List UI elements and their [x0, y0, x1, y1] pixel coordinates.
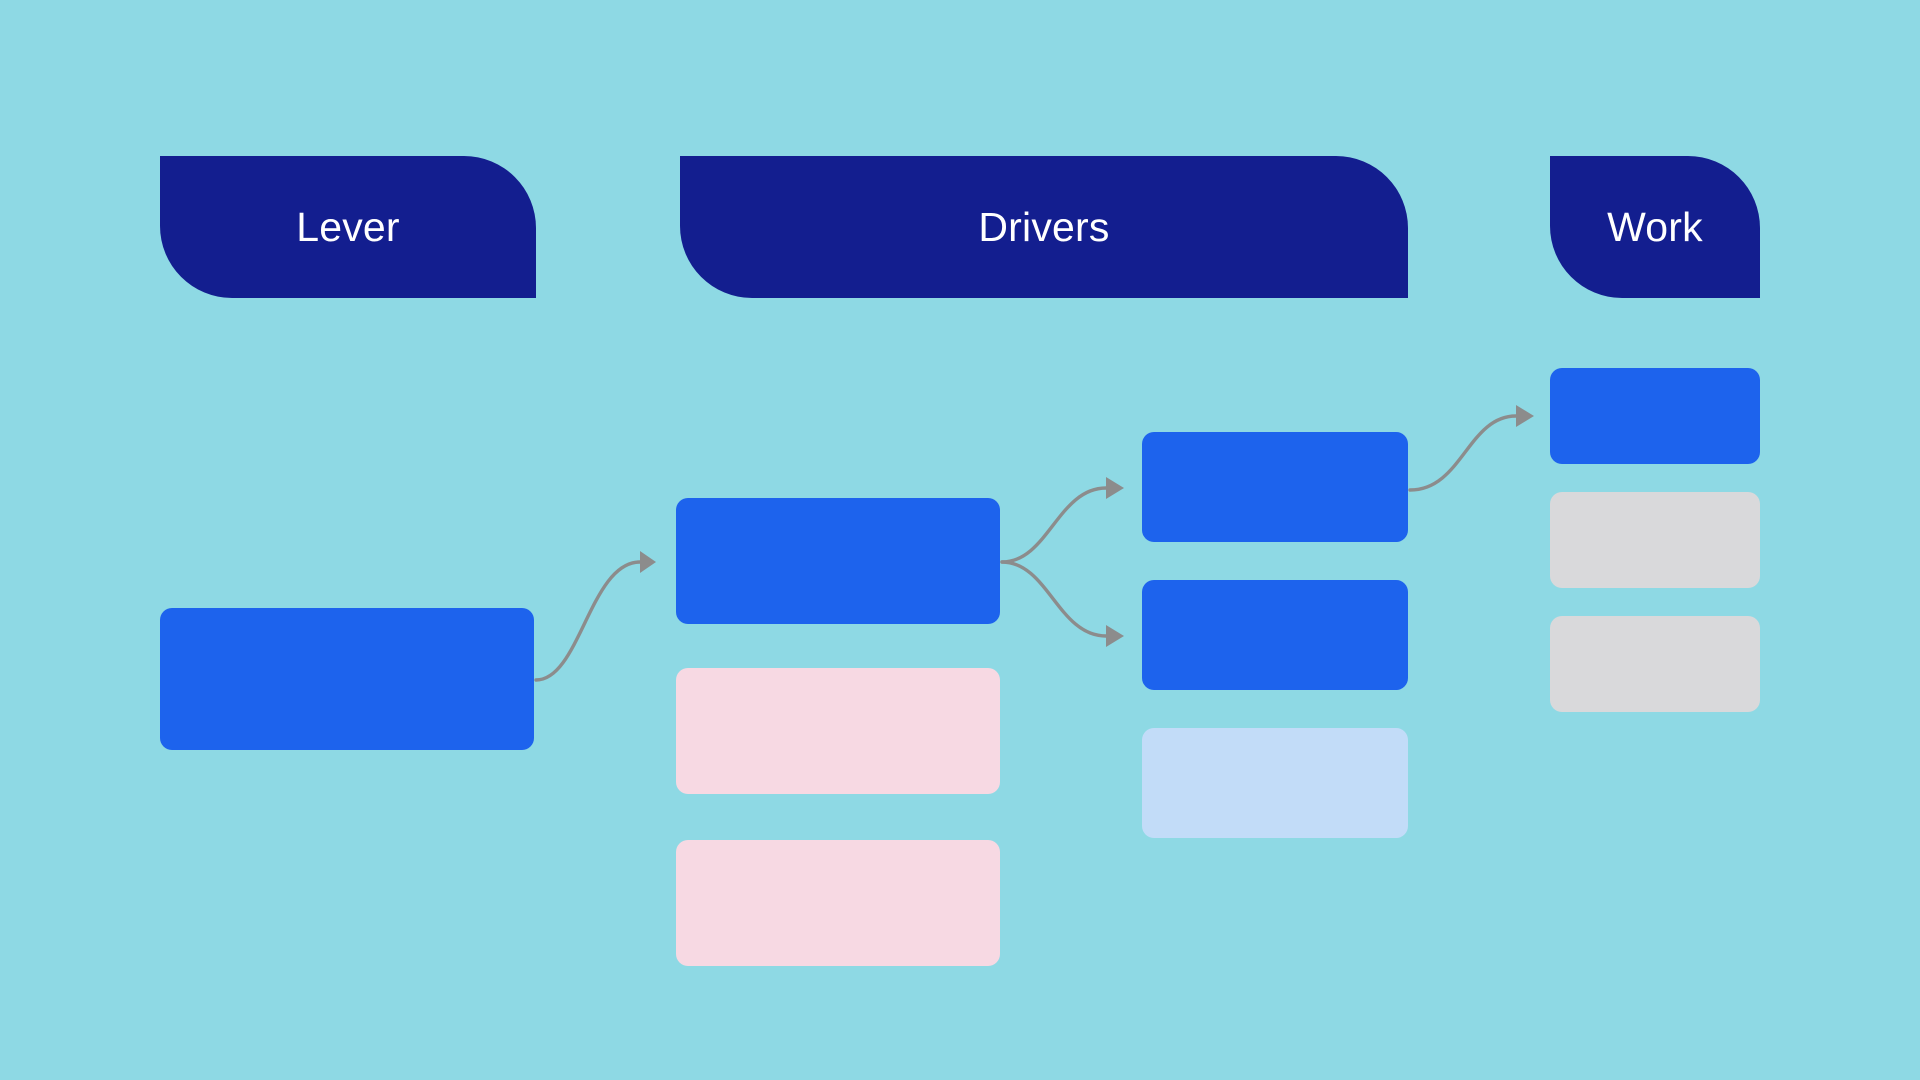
connector-line — [1408, 414, 1518, 492]
node-card-work-card-1[interactable] — [1550, 368, 1760, 464]
node-card-work-card-2[interactable] — [1550, 492, 1760, 588]
node-card-driver-card-2[interactable] — [676, 668, 1000, 794]
connector-line — [534, 560, 642, 682]
connector-line — [1000, 486, 1108, 564]
node-card-lever-card-1[interactable] — [160, 608, 534, 750]
connector-edge-lever-to-driver1 — [534, 551, 656, 682]
node-card-driver-card-1[interactable] — [676, 498, 1000, 624]
arrowhead-icon — [640, 551, 656, 573]
node-card-subdriver-card-1[interactable] — [1142, 432, 1408, 542]
node-card-subdriver-card-2[interactable] — [1142, 580, 1408, 690]
column-banner-drivers-label: Drivers — [978, 203, 1110, 250]
connector-edge-driver1-to-subdriver2 — [1000, 560, 1124, 647]
arrowhead-icon — [1516, 405, 1534, 427]
column-banner-work-label: Work — [1607, 203, 1703, 250]
column-banner-lever: Lever — [160, 156, 536, 298]
column-banner-drivers: Drivers — [680, 156, 1408, 298]
node-card-driver-card-3[interactable] — [676, 840, 1000, 966]
column-banner-work: Work — [1550, 156, 1760, 298]
node-card-work-card-3[interactable] — [1550, 616, 1760, 712]
connector-edge-driver1-to-subdriver1 — [1000, 477, 1124, 564]
column-banner-lever-label: Lever — [296, 203, 400, 250]
arrowhead-icon — [1106, 625, 1124, 647]
arrowhead-icon — [1106, 477, 1124, 499]
connector-edge-subdriver1-to-work1 — [1408, 405, 1534, 492]
node-card-subdriver-card-3[interactable] — [1142, 728, 1408, 838]
connector-line — [1000, 560, 1108, 638]
